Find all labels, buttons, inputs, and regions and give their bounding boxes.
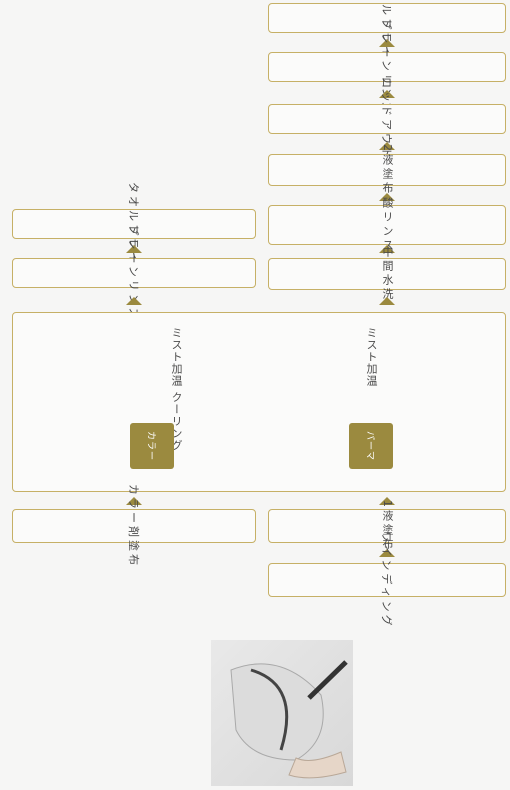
step-plain-rinse-left: プレーンリンス: [12, 224, 256, 322]
step-label: 中間水洗: [381, 246, 394, 302]
step-label: 酸リンス: [381, 197, 394, 253]
flow-arrow: [379, 497, 395, 505]
steamer-cap-illustration: [230, 660, 348, 779]
process-flow-diagram: タオルドライ プレーンリンス ロッドアウト 2液塗布 酸リンス 中間水洗 タオル…: [12, 0, 506, 786]
flow-arrow: [379, 39, 395, 47]
step-towel-dry-right: タオルドライ: [268, 0, 506, 60]
flow-arrow: [379, 142, 395, 150]
step-label: カラー剤塗布: [127, 484, 140, 568]
flow-arrow: [126, 297, 142, 305]
step-label: プレーンリンス: [127, 224, 140, 322]
perm-caption: ミスト加温: [365, 327, 378, 387]
flow-arrow: [379, 245, 395, 253]
step-acid-rinse: 酸リンス: [268, 197, 506, 253]
flow-arrow: [126, 497, 142, 505]
step-plain-rinse-right: プレーンリンス: [268, 18, 506, 116]
flow-arrow: [379, 193, 395, 201]
step-intermediate-wash: 中間水洗: [268, 246, 506, 302]
step-label: 1液塗布: [381, 500, 394, 552]
step-first-agent: 1液塗布: [268, 500, 506, 552]
flow-arrow: [379, 549, 395, 557]
flow-arrow: [379, 297, 395, 305]
color-badge: カラー: [130, 423, 174, 469]
step-label: ワインディング: [380, 531, 393, 629]
hair-steamer-photo: [211, 640, 353, 786]
step-winding: ワインディング: [268, 531, 506, 629]
step-second-agent: 2液塗布: [268, 144, 506, 196]
step-rod-out: ロッドアウト: [268, 77, 506, 161]
mist-heating-panel: ミスト加温 クーリング ミスト加温 カラー パーマ: [12, 312, 506, 786]
flow-arrow: [379, 90, 395, 98]
step-towel-dry-left: タオルドライ: [12, 182, 256, 266]
color-caption: ミスト加温 クーリング: [170, 327, 183, 452]
step-label: 2液塗布: [381, 144, 394, 196]
step-color-agent: カラー剤塗布: [12, 484, 256, 568]
perm-badge: パーマ: [349, 423, 393, 469]
flow-arrow: [126, 245, 142, 253]
perm-badge-label: パーマ: [364, 430, 375, 462]
color-badge-label: カラー: [145, 430, 156, 462]
